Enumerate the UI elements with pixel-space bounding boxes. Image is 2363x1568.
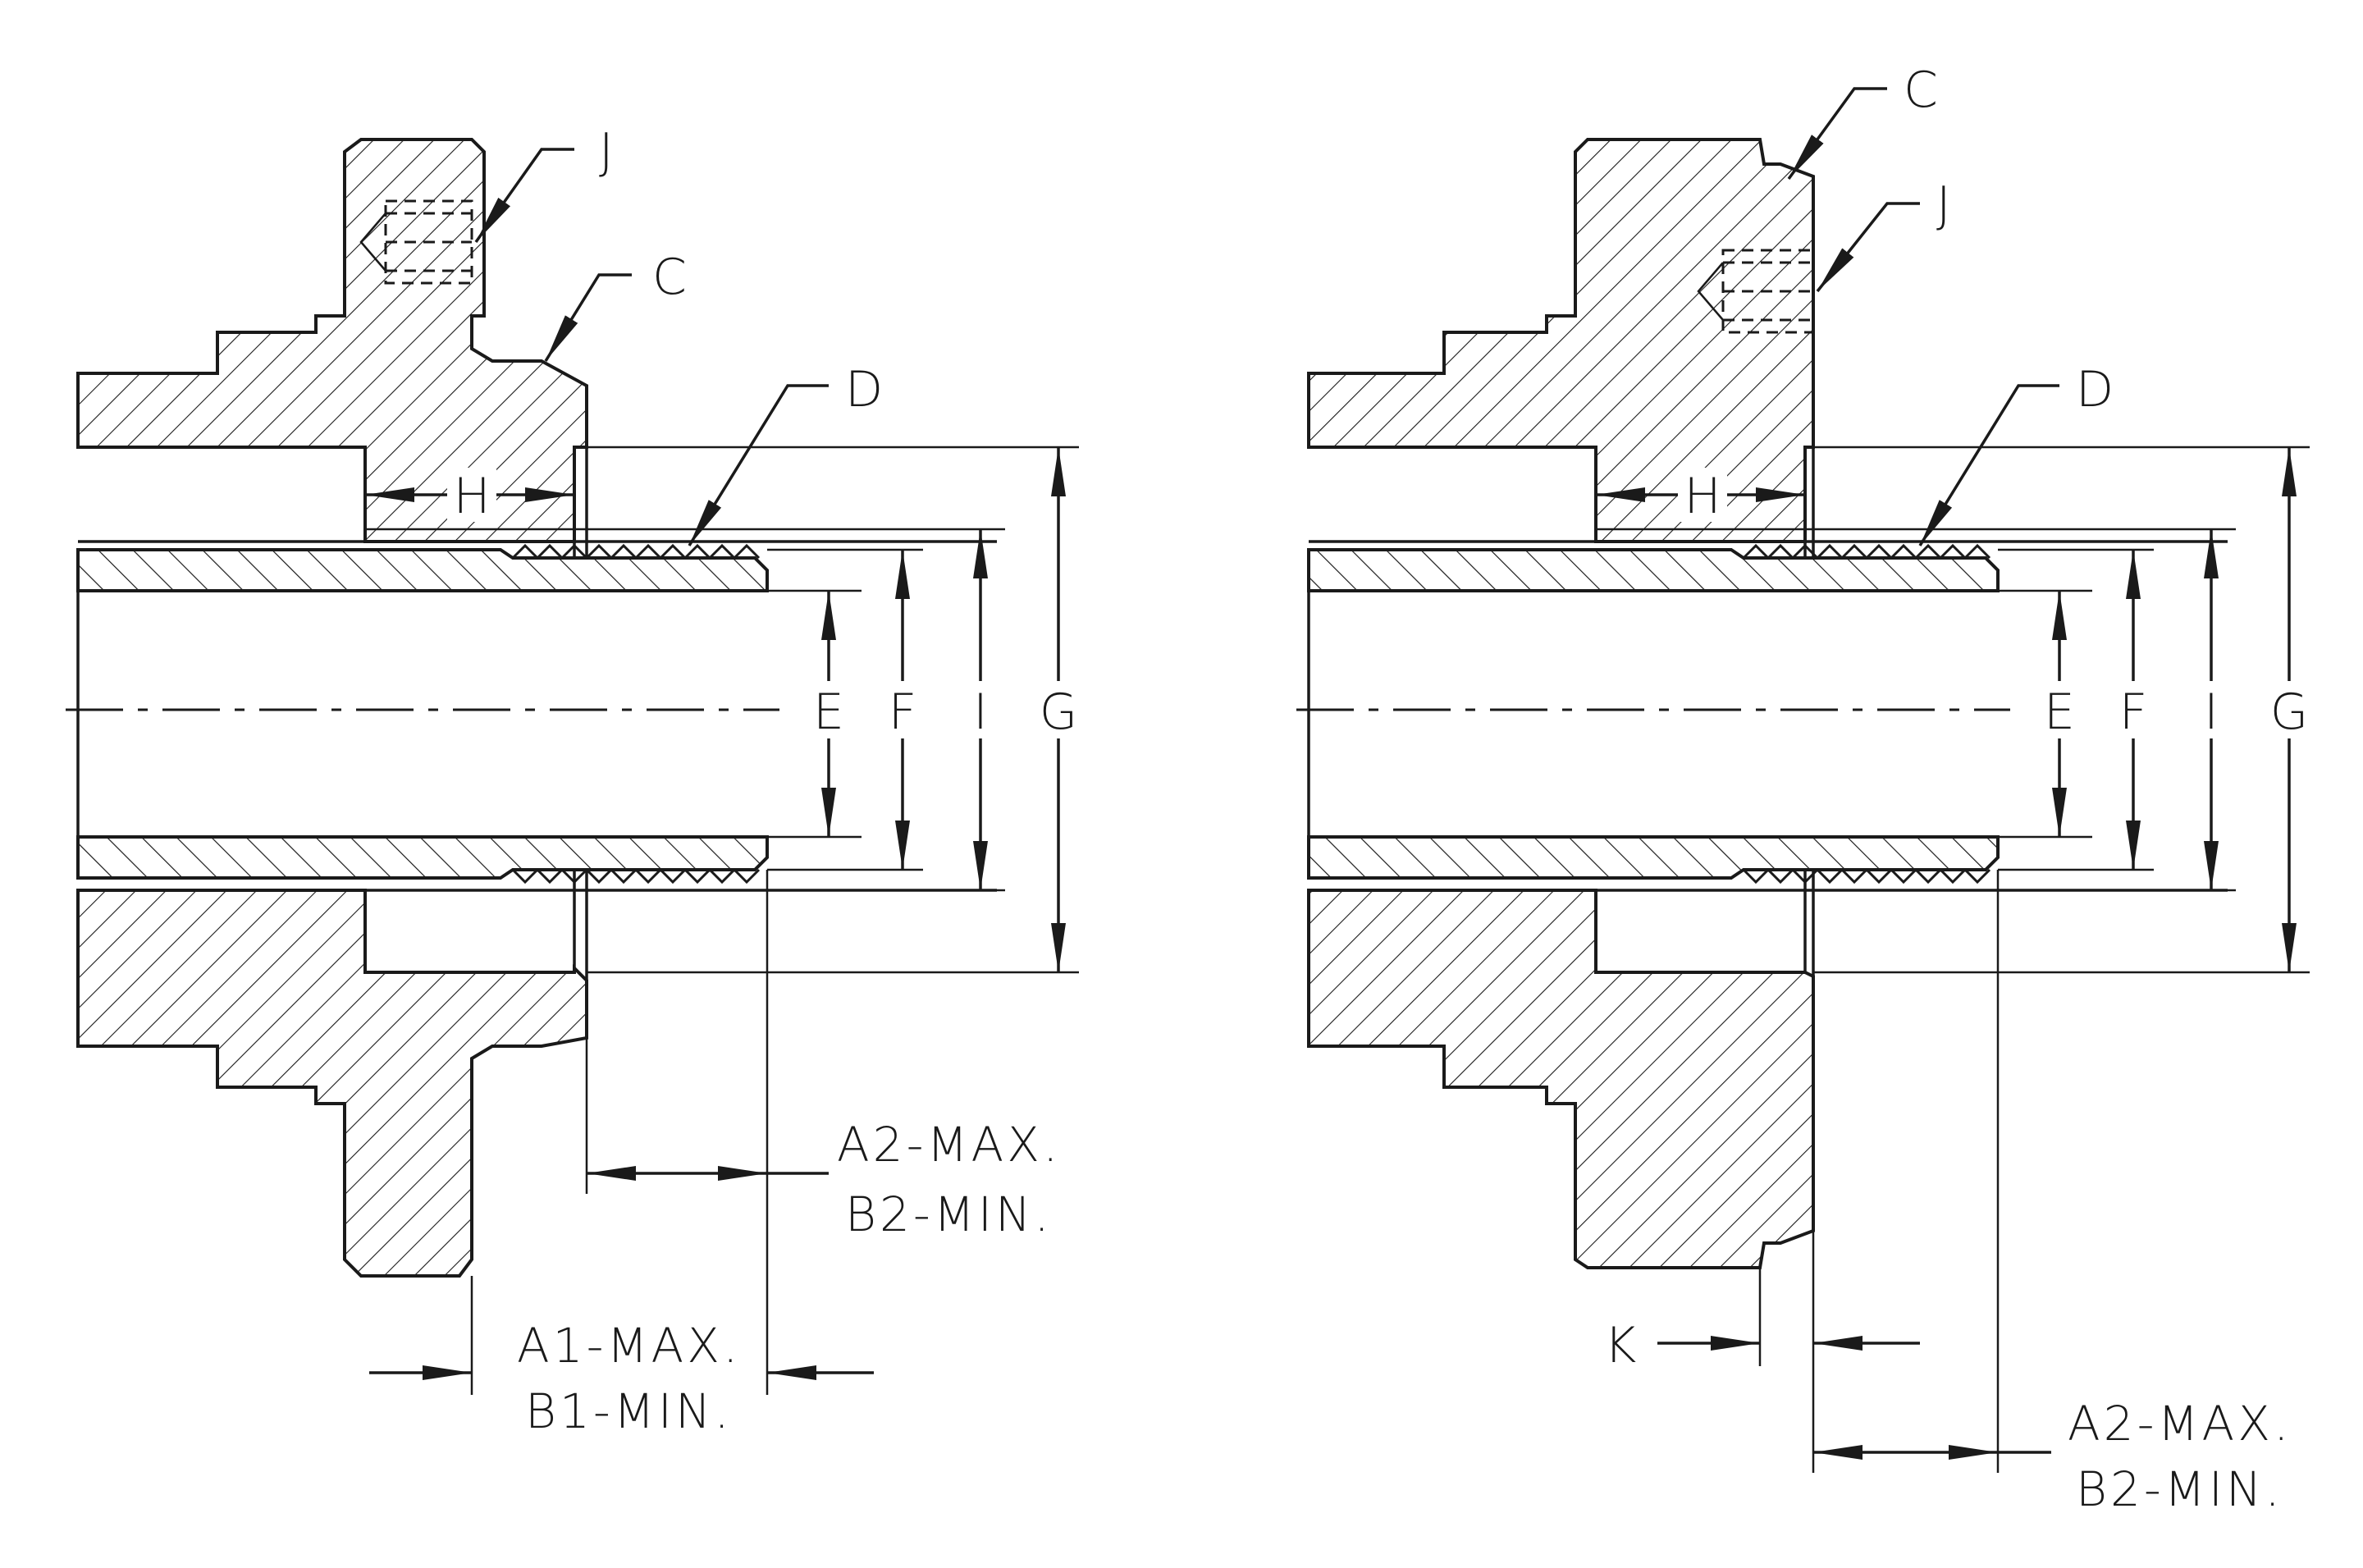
right-leader-j: [1816, 202, 1920, 293]
left-leader-c: [544, 273, 632, 362]
left-label-b2-min: B2-MIN.: [845, 1186, 1053, 1242]
left-label-j: J: [599, 123, 614, 181]
left-hub-lower-section: [76, 889, 588, 1278]
left-thread-upper: [511, 543, 761, 560]
right-label-j: J: [1936, 176, 1951, 234]
right-thread-lower: [1742, 867, 1991, 885]
left-label-a2-max: A2-MAX.: [837, 1117, 1061, 1173]
left-label-a1-max: A1-MAX.: [517, 1318, 741, 1374]
right-label-h: H: [1684, 468, 1721, 525]
right-label-f: F: [2119, 683, 2148, 741]
right-hub-lower-section: [1307, 889, 1815, 1269]
right-label-k: K: [1604, 1317, 1636, 1374]
right-label-b2-min: B2-MIN.: [2076, 1461, 2283, 1517]
left-label-d: D: [845, 361, 883, 418]
left-label-b1-min: B1-MIN.: [525, 1383, 733, 1439]
right-label-e: E: [2044, 683, 2075, 741]
left-label-f: F: [889, 683, 917, 741]
right-label-c: C: [1904, 62, 1938, 119]
left-label-c: C: [652, 249, 687, 306]
left-label-i: I: [973, 683, 988, 741]
left-hub-view: E F I G H J C D A2-MAX. B2-MIN. A1-MAX. …: [66, 123, 1081, 1439]
right-setscrew: [1697, 249, 1815, 334]
right-leader-d: [1918, 384, 2059, 546]
left-label-e: E: [813, 683, 844, 741]
right-sleeve-lower: [1307, 835, 2000, 880]
left-leader-d: [688, 384, 829, 546]
right-hub-upper-section: [1307, 138, 1815, 543]
right-hub-view: E F I G H C J D K A2-MAX. B2-MIN.: [1296, 62, 2312, 1517]
right-label-a2-max: A2-MAX.: [2068, 1396, 2292, 1451]
left-sleeve-lower: [76, 835, 769, 880]
left-setscrew: [359, 199, 473, 285]
left-sleeve-upper: [76, 548, 769, 592]
right-thread-upper: [1742, 543, 1991, 560]
left-leader-j: [474, 148, 574, 244]
left-thread-lower: [511, 867, 761, 885]
left-label-h: H: [453, 468, 490, 525]
right-sleeve-upper: [1307, 548, 2000, 592]
left-label-g: G: [1040, 683, 1078, 741]
right-label-g: G: [2270, 683, 2309, 741]
right-label-i: I: [2204, 683, 2219, 741]
right-leader-c: [1787, 87, 1887, 181]
left-hub-upper-section: [76, 138, 588, 543]
right-label-d: D: [2076, 361, 2114, 418]
